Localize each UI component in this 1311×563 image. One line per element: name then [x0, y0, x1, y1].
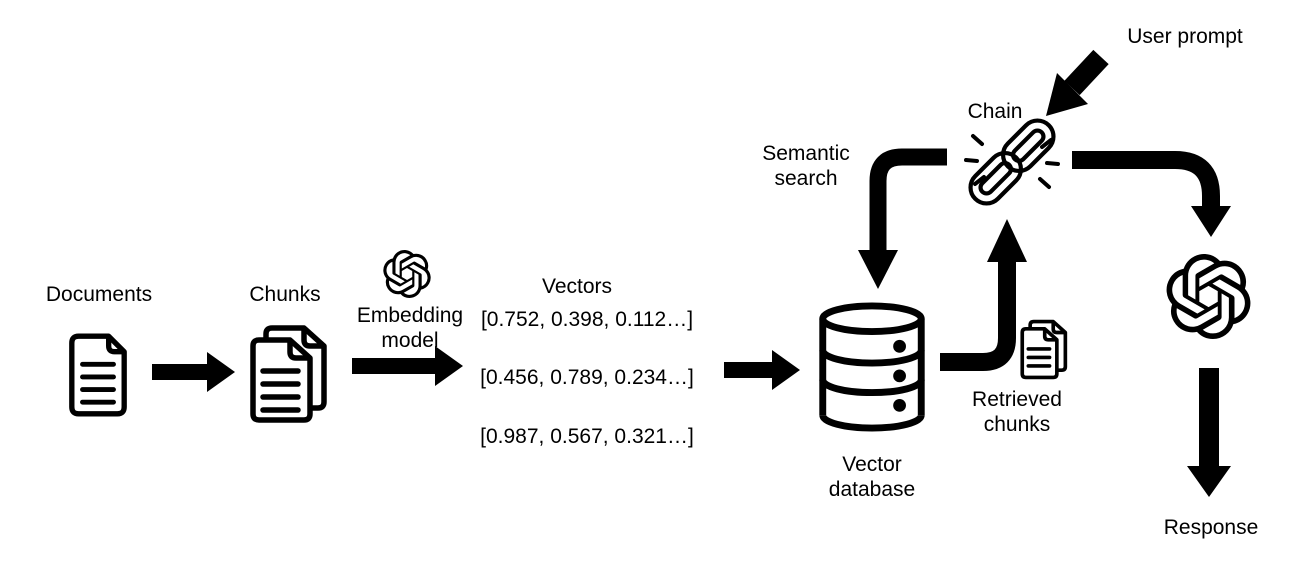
- arrow-documents-to-chunks: [152, 352, 235, 392]
- documents-stack-icon: [1018, 319, 1069, 380]
- documents-stack-icon: [246, 324, 330, 424]
- chain-link-icon: [962, 116, 1062, 208]
- user-prompt-label: User prompt: [1127, 25, 1243, 48]
- documents-label: Documents: [45, 283, 153, 306]
- arrow-vectors-to-database: [724, 350, 800, 390]
- retrieved-chunks-label: Retrieved chunks: [972, 388, 1062, 436]
- chain-label: Chain: [967, 100, 1023, 123]
- semantic-search-label: Semantic search: [762, 142, 850, 190]
- database-icon: [816, 302, 928, 432]
- arrow-database-to-chain: [940, 219, 1027, 371]
- chunks-label: Chunks: [249, 283, 321, 306]
- vector-row: [0.456, 0.789, 0.234…]: [480, 366, 694, 389]
- arrow-user-prompt-to-chain: [1046, 49, 1109, 116]
- response-label: Response: [1163, 516, 1259, 539]
- embedding-model-label: Embedding model: [356, 304, 464, 352]
- vector-row: [0.752, 0.398, 0.112…]: [480, 308, 694, 331]
- vector-database-label: Vector database: [828, 453, 916, 501]
- openai-logo-icon: [1166, 254, 1251, 340]
- openai-logo-icon: [383, 250, 431, 299]
- arrow-chain-to-llm: [1072, 151, 1231, 237]
- vector-row: [0.987, 0.567, 0.321…]: [480, 425, 694, 448]
- vectors-title: Vectors: [541, 275, 613, 298]
- arrow-chain-to-database: [858, 148, 947, 289]
- arrow-llm-to-response: [1187, 368, 1231, 497]
- document-icon: [66, 332, 130, 418]
